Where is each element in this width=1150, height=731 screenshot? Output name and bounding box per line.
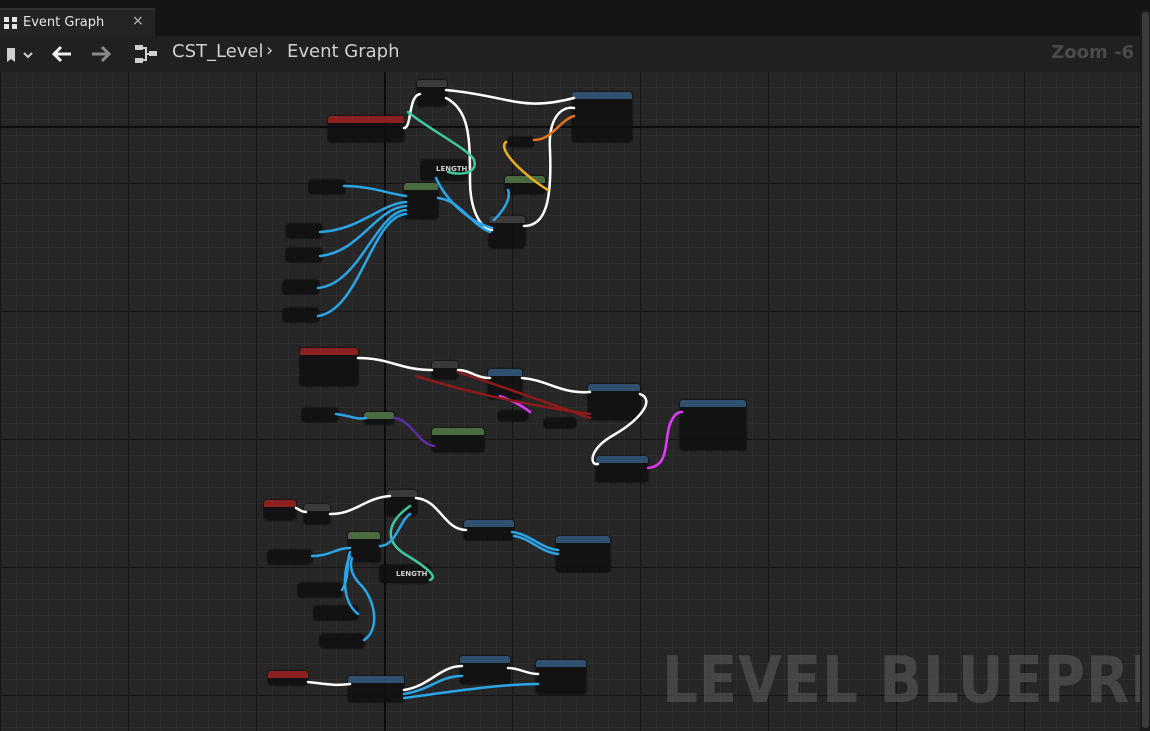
make-array-node[interactable] (404, 183, 438, 219)
tab-bar: Event Graph × (0, 0, 1150, 36)
function-node[interactable] (536, 660, 586, 694)
graph-toolbar: CST_Level › Event Graph Zoom -6 (0, 36, 1150, 72)
scrollbar-thumb[interactable] (1142, 12, 1149, 728)
tab-event-graph[interactable]: Event Graph × (0, 8, 155, 36)
breadcrumb-separator: › (266, 40, 274, 61)
pure-function-node[interactable] (364, 412, 394, 424)
variable-node[interactable] (283, 308, 319, 322)
variable-node[interactable] (320, 634, 364, 648)
length-node[interactable] (380, 565, 430, 583)
graph-node-icon (135, 45, 157, 63)
origin-axis-vertical (384, 72, 386, 731)
function-node[interactable] (572, 92, 632, 142)
event-graph-icon (4, 17, 17, 29)
variable-node[interactable] (298, 583, 342, 597)
length-label: LENGTH (396, 570, 428, 578)
variable-node[interactable] (508, 137, 534, 147)
literal-node[interactable] (544, 418, 576, 428)
forward-arrow-icon[interactable] (89, 43, 113, 65)
make-array-node[interactable] (348, 532, 380, 562)
zoom-indicator: Zoom -6 (1051, 42, 1134, 63)
breadcrumb-level[interactable]: CST_Level (172, 41, 264, 62)
function-node[interactable] (460, 656, 510, 684)
function-node[interactable] (588, 384, 640, 420)
length-label: LENGTH (436, 165, 468, 173)
function-node[interactable] (556, 536, 610, 572)
variable-node[interactable] (302, 408, 338, 422)
breadcrumb-event-graph[interactable]: Event Graph (287, 41, 400, 62)
function-node[interactable] (680, 400, 746, 450)
sequence-node[interactable] (417, 80, 447, 106)
variable-node[interactable] (286, 224, 322, 238)
origin-axis-horizontal (0, 126, 1140, 128)
level-blueprint-watermark: LEVEL BLUEPRINT (662, 644, 1150, 718)
graph-canvas[interactable] (0, 72, 1150, 731)
pure-function-node[interactable] (432, 428, 484, 452)
tab-title: Event Graph (23, 15, 105, 30)
event-node[interactable] (300, 348, 358, 386)
length-node[interactable] (421, 160, 467, 180)
do-once-node[interactable] (432, 361, 458, 379)
close-icon[interactable]: × (132, 13, 144, 29)
event-node[interactable] (264, 500, 296, 520)
branch-node[interactable] (489, 216, 525, 248)
event-node[interactable] (328, 116, 404, 142)
variable-node[interactable] (314, 606, 358, 620)
variable-node[interactable] (268, 550, 312, 564)
variable-node[interactable] (309, 180, 345, 194)
do-once-node[interactable] (304, 504, 330, 524)
function-node[interactable] (464, 520, 514, 540)
function-node[interactable] (596, 456, 648, 482)
variable-node[interactable] (286, 248, 322, 262)
event-node[interactable] (268, 671, 308, 685)
bookmark-dropdown-button[interactable] (2, 45, 36, 65)
variable-node[interactable] (283, 280, 319, 294)
literal-node[interactable] (498, 411, 528, 421)
back-arrow-icon[interactable] (50, 43, 74, 65)
function-node[interactable] (348, 676, 404, 702)
